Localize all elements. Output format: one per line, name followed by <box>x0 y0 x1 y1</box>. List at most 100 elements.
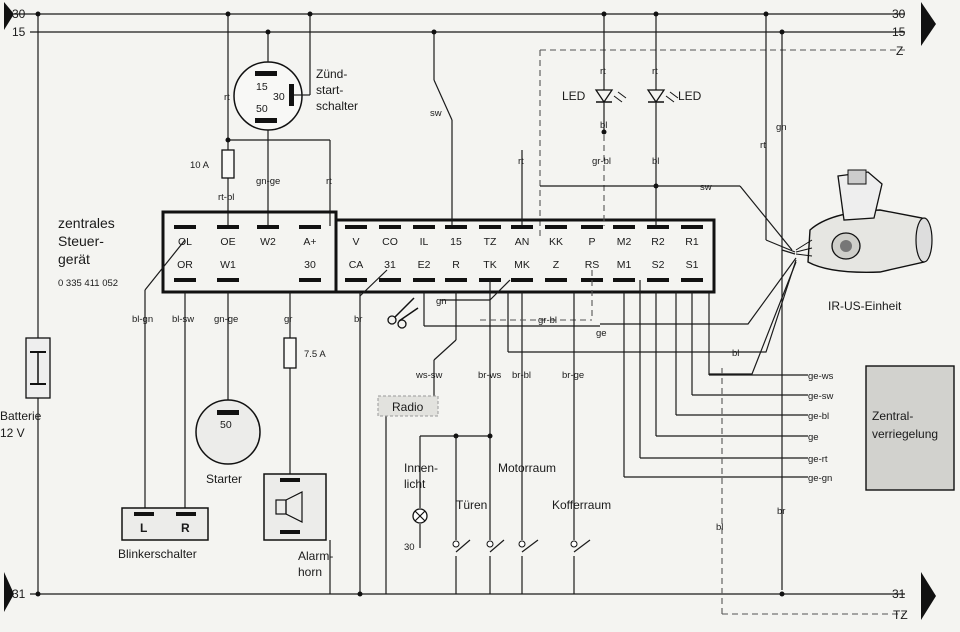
pin-contact-top <box>511 225 533 229</box>
ir-unit-label: IR-US-Einheit <box>828 299 902 313</box>
pin-contact-bottom <box>647 278 669 282</box>
pin-contact-top <box>647 225 669 229</box>
starter-terminal: 50 <box>220 419 232 431</box>
rail-15-right-label: 15 <box>892 25 906 39</box>
starter: 50 Starter <box>195 399 261 486</box>
wire-label: gr <box>284 314 292 325</box>
rail-tz-label: TZ <box>893 608 908 622</box>
control-unit-part-number: 0 335 411 052 <box>58 278 118 289</box>
pin-label-top: R1 <box>685 236 699 248</box>
pin-label-bottom: R <box>452 259 460 271</box>
wire-label: gn-ge <box>214 314 238 325</box>
central-locking-label: Zentral- <box>872 409 913 423</box>
pin-label-bottom: S1 <box>686 259 699 271</box>
wire-label: ge <box>596 328 607 339</box>
pin-contact-bottom <box>217 278 239 282</box>
pin-contact-top <box>581 225 603 229</box>
doors-label: Türen <box>456 498 487 512</box>
pin-label-bottom: CA <box>349 259 364 271</box>
wire-label: rt <box>224 92 230 103</box>
fuse-7-5a: 7.5 A <box>283 337 326 369</box>
switch-contacts <box>452 539 591 594</box>
wire-label: rt <box>518 156 524 167</box>
pin-contact-bottom <box>413 278 435 282</box>
wire-label: ge-ws <box>808 371 834 382</box>
wire-label: bl-gn <box>132 314 153 325</box>
alarm-horn-label: horn <box>298 565 322 579</box>
wire-label: rt <box>326 176 332 187</box>
right-arrow-icon <box>921 572 936 620</box>
wire-label: rt <box>760 140 766 151</box>
pin-label-bottom: W1 <box>220 259 236 271</box>
led-1: LED <box>562 11 627 226</box>
pin-contact-bottom <box>379 278 401 282</box>
control-unit-title: zentrales <box>58 215 115 231</box>
pin-label-bottom: RS <box>585 259 600 271</box>
ir-harness <box>600 257 797 375</box>
upper-wiring <box>431 11 796 590</box>
wire-label: ge <box>808 432 819 443</box>
pin-label-top: KK <box>549 236 563 248</box>
ignition-switch-label: schalter <box>316 99 358 113</box>
wire-label: bl <box>600 120 607 131</box>
rail-30-right-label: 30 <box>892 7 906 21</box>
wire-label: gn-ge <box>256 176 280 187</box>
interior-light: Innen- licht 30 <box>404 461 438 553</box>
pin-label-top: IL <box>420 236 429 248</box>
rail-tz: TZ <box>722 608 908 622</box>
battery-label: Batterie <box>0 409 42 423</box>
interior-light-label: licht <box>404 477 426 491</box>
wire-label: br-bl <box>512 370 531 381</box>
wire-label: sw <box>700 182 712 193</box>
pin-label-top: W2 <box>260 236 276 248</box>
rail-z-label: Z <box>896 44 903 58</box>
wire-label: gn <box>776 122 787 133</box>
alarm-horn: Alarm- horn <box>263 473 333 594</box>
alarm-horn-label: Alarm- <box>298 549 333 563</box>
blinker-switch-label: Blinkerschalter <box>118 547 197 561</box>
pin-contact-top <box>174 225 196 229</box>
pin-label-top: V <box>352 236 359 248</box>
ignition-switch: 15 30 50 Zünd- start- schalter <box>233 61 358 131</box>
blinker-switch: L R Blinkerschalter <box>118 507 209 561</box>
ignition-terminal-50: 50 <box>256 103 268 115</box>
pin-contact-bottom <box>613 278 635 282</box>
control-unit-title: gerät <box>58 251 90 267</box>
wire-label: ge-sw <box>808 391 833 402</box>
ignition-switch-label: start- <box>316 83 343 97</box>
wire-label: ge-bl <box>808 411 829 422</box>
rail-30: 30 30 <box>4 2 936 46</box>
battery-voltage: 12 V <box>0 426 25 440</box>
pin-contact-top <box>681 225 703 229</box>
pin-label-bottom: TK <box>483 259 496 271</box>
led-2: LED <box>646 11 702 226</box>
pin-contact-bottom <box>345 278 367 282</box>
pin-label-bottom: E2 <box>418 259 431 271</box>
central-locking: Zentral- verriegelung <box>865 365 955 491</box>
ignition-wiring <box>225 11 331 226</box>
fuse-7-5a-rating: 7.5 A <box>304 349 326 360</box>
wire-label: gr-bl <box>592 156 611 167</box>
pin-label-bottom: 30 <box>304 259 316 271</box>
pin-label-bottom: 31 <box>384 259 396 271</box>
ir-us-unit: IR-US-Einheit <box>795 169 933 313</box>
pin-contact-top <box>413 225 435 229</box>
rail-15: 15 15 <box>12 25 906 39</box>
pin-label-top: TZ <box>484 236 497 248</box>
pin-contact-top <box>613 225 635 229</box>
fuse-10a-rating: 10 A <box>190 160 210 171</box>
left-arrow-icon <box>4 572 14 612</box>
pin-contact-top <box>257 225 279 229</box>
rail-z: Z <box>539 44 905 240</box>
pin-contact-top <box>345 225 367 229</box>
wire-label: br-ws <box>478 370 501 381</box>
pin-label-bottom: S2 <box>652 259 665 271</box>
ignition-terminal-15: 15 <box>256 81 268 93</box>
pin-label-bottom: OR <box>177 259 193 271</box>
rail-31-right-label: 31 <box>892 587 906 601</box>
control-unit: zentrales Steuer- gerät 0 335 411 052 OL… <box>58 210 716 294</box>
wire-label: bl <box>716 522 723 533</box>
pin-contact-top <box>479 225 501 229</box>
pin-contact-bottom <box>545 278 567 282</box>
